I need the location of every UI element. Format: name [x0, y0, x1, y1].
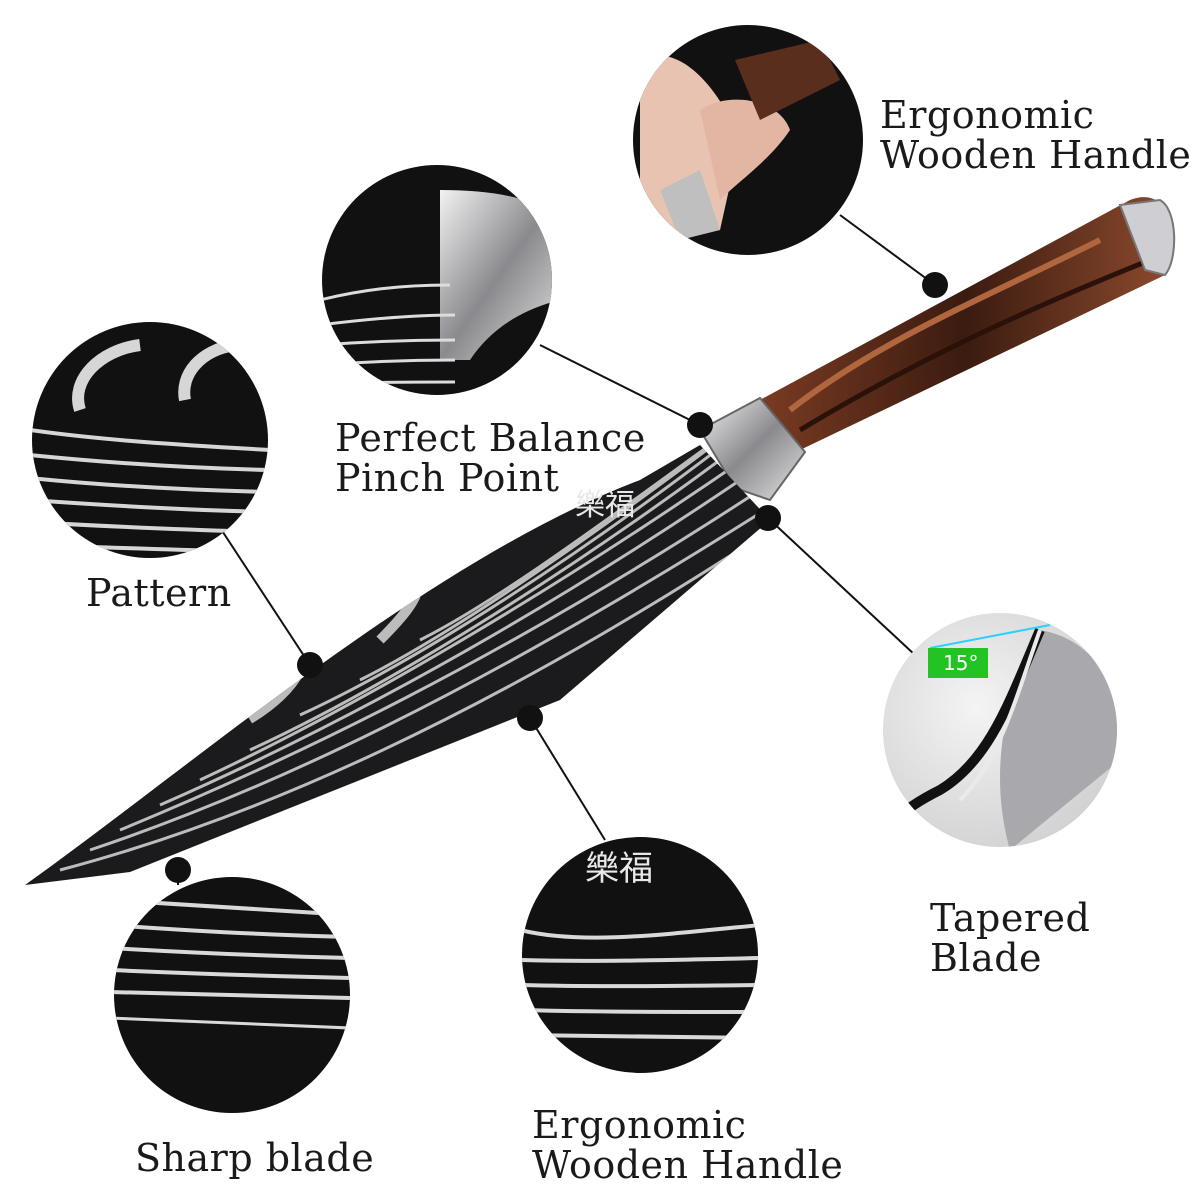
angle-badge [928, 648, 988, 678]
label-handle-top: Ergonomic Wooden Handle [880, 95, 1191, 175]
knife-handle [760, 197, 1176, 450]
sharp-edge-closeup-circle [114, 877, 350, 1113]
label-handle-top-line1: Ergonomic [880, 93, 1095, 137]
pattern-closeup-circle [32, 322, 268, 558]
label-sharp: Sharp blade [135, 1138, 374, 1178]
label-handle-bottom-line2: Wooden Handle [532, 1143, 844, 1187]
label-handle-bottom-line1: Ergonomic [532, 1103, 747, 1147]
bolster-closeup-circle [322, 165, 552, 395]
label-tapered-line2: Blade [930, 936, 1043, 980]
tapered-closeup-circle: 15° [883, 613, 1117, 847]
label-pattern: Pattern [86, 573, 232, 613]
label-pattern-line1: Pattern [86, 571, 232, 615]
label-balance-line2: Pinch Point [335, 456, 560, 500]
knife-blade: 樂福 [25, 445, 770, 885]
angle-badge-text: 15° [943, 651, 978, 675]
label-balance-line1: Perfect Balance [335, 416, 646, 460]
handle-closeup-circle [633, 25, 863, 255]
callout-lines [177, 214, 936, 885]
callout-dots [165, 272, 948, 883]
label-handle-top-line2: Wooden Handle [880, 133, 1192, 177]
label-sharp-line1: Sharp blade [135, 1136, 375, 1180]
label-tapered: Tapered Blade [930, 898, 1090, 978]
svg-text:樂福: 樂福 [585, 849, 653, 889]
label-handle-bottom: Ergonomic Wooden Handle [532, 1105, 843, 1185]
label-tapered-line1: Tapered [930, 896, 1091, 940]
label-balance: Perfect Balance Pinch Point [335, 418, 646, 498]
logo-closeup-circle: 樂福 [522, 837, 758, 1073]
blade-logo: 樂福 [575, 488, 635, 523]
